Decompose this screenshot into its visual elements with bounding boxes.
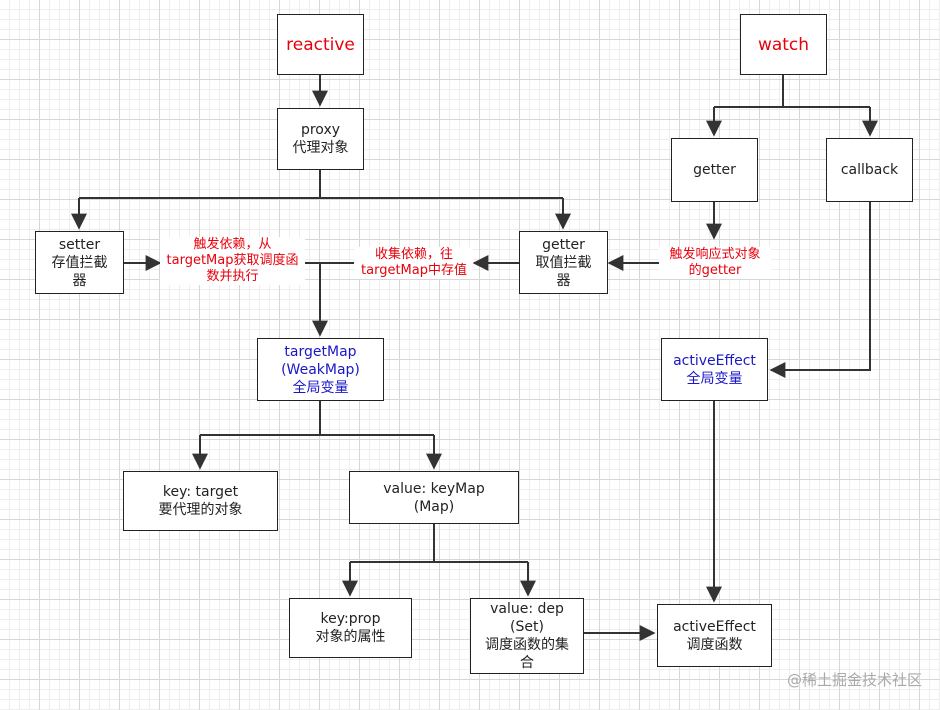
- key-prop-node: key:prop 对象的属性: [289, 598, 412, 658]
- setter-node: setter 存值拦截 器: [35, 231, 124, 294]
- getter-watch-node: getter: [671, 138, 758, 202]
- trigger-deps-note: 触发依赖，从 targetMap获取调度函 数并执行: [160, 237, 305, 285]
- proxy-node: proxy 代理对象: [277, 108, 364, 170]
- watermark: @稀土掘金技术社区: [786, 671, 922, 689]
- value-dep-node: value: dep (Set) 调度函数的集 合: [470, 598, 584, 674]
- getter-node: getter 取值拦截 器: [519, 231, 608, 294]
- watch-node: watch: [740, 14, 827, 75]
- targetmap-node: targetMap (WeakMap) 全局变量: [257, 338, 384, 401]
- reactive-node: reactive: [277, 14, 364, 75]
- activeeffect-global-node: activeEffect 全局变量: [661, 338, 768, 401]
- edge-callback-activeeffect: [769, 202, 871, 378]
- key-target-node: key: target 要代理的对象: [123, 471, 278, 531]
- value-keymap-node: value: keyMap (Map): [349, 471, 519, 524]
- callback-node: callback: [826, 138, 913, 202]
- activeeffect-fn-node: activeEffect 调度函数: [657, 604, 772, 667]
- trigger-getter-note: 触发响应式对象 的getter: [659, 247, 771, 279]
- collect-deps-note: 收集依赖，往 targetMap中存值: [355, 247, 473, 279]
